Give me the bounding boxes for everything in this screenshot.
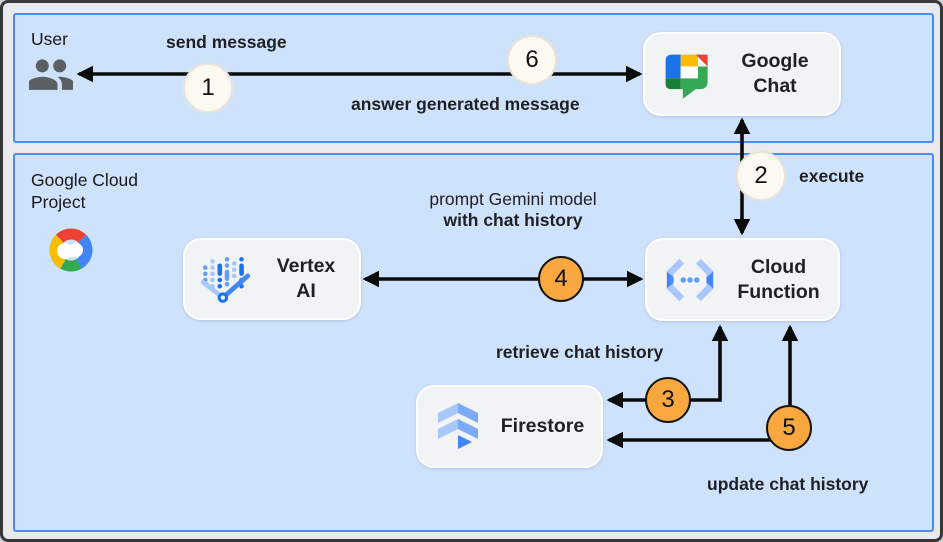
edge-label-send-message: send message [166,32,287,52]
step-badge-4: 4 [538,256,584,302]
users-icon [29,55,73,92]
firestore-icon [430,399,486,455]
step-badge-1: 1 [183,63,233,113]
step-badge-2: 2 [736,151,786,201]
step-badge-5: 5 [766,405,812,451]
node-label-google-chat: Google Chat [741,50,809,97]
cloud-functions-icon [659,255,721,305]
edge-label-retrieve-chat-history: retrieve chat history [496,342,664,362]
gcp-zone-title: Google Cloud Project [31,170,139,212]
edge-label-answer-generated-message: answer generated message [351,94,580,114]
google-chat-icon [657,48,713,100]
node-firestore: Firestore [416,385,603,468]
node-google-chat: Google Chat [643,32,841,116]
node-vertex-ai: Vertex AI [183,238,361,320]
edge-label-execute: execute [799,166,865,186]
edge-label-update-chat-history: update chat history [707,474,869,494]
node-label-cloud-function: Cloud Function [737,255,820,303]
step-badge-6: 6 [507,35,557,85]
google-cloud-icon [39,223,103,277]
step-badge-3: 3 [645,377,691,423]
user-zone-title: User [31,29,68,49]
node-label-firestore: Firestore [500,415,585,437]
vertex-ai-icon [197,253,255,305]
edge-label-prompt-gemini: prompt Gemini model with chat history [429,189,597,230]
node-cloud-function: Cloud Function [645,238,840,321]
node-label-vertex-ai: Vertex AI [276,255,336,302]
